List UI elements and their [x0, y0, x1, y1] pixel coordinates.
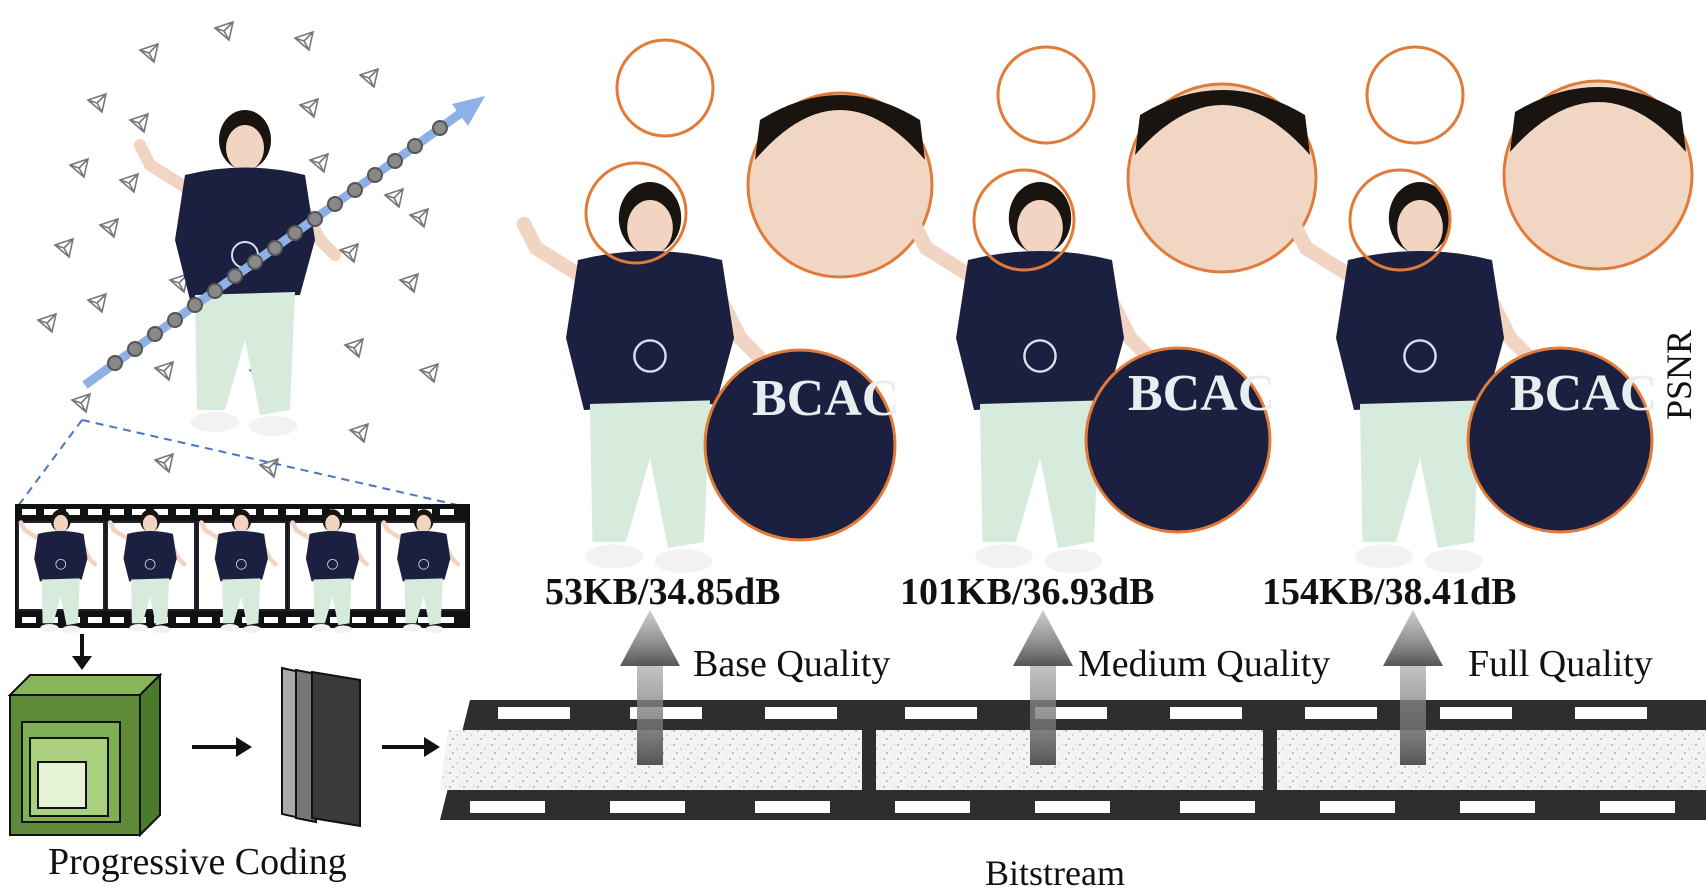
medium-quality-label: Medium Quality: [1078, 643, 1331, 685]
frame-film-strip: [15, 504, 470, 670]
full-quality-label: Full Quality: [1468, 643, 1653, 685]
projection-line-right: [81, 419, 463, 507]
nested-cube-icon: [7, 672, 163, 838]
badge-text: BCAC: [752, 370, 899, 427]
logo-zoom-ring: [1348, 168, 1452, 272]
badge-text: BCAC: [1510, 365, 1657, 422]
logo-closeup: [1084, 346, 1272, 534]
face-closeup: [1126, 82, 1318, 274]
render-base: BCAC: [524, 38, 934, 573]
base-metric: 53KB/34.85dB: [545, 571, 781, 613]
face-closeup: [746, 91, 934, 279]
right-arrow-icon: [382, 737, 440, 757]
camera-path-arrow: [82, 96, 485, 389]
psnr-axis-label: PSNR: [1659, 329, 1699, 420]
medium-metric: 101KB/36.93dB: [900, 571, 1155, 613]
feature-planes-icon: [281, 666, 361, 828]
badge-text: BCAC: [1128, 365, 1275, 422]
progressive-coding-label: Progressive Coding: [48, 841, 347, 883]
logo-zoom-ring: [972, 168, 1076, 272]
render-medium: BCAC: [914, 45, 1318, 573]
face-zoom-ring: [996, 45, 1096, 145]
face-closeup: [1502, 79, 1694, 271]
bitstream-label: Bitstream: [985, 853, 1125, 893]
projection-line-left: [17, 419, 83, 507]
face-zoom-ring: [615, 38, 715, 138]
right-arrow-icon: [192, 737, 252, 757]
logo-closeup: [1466, 346, 1654, 534]
face-zoom-ring: [1365, 45, 1465, 145]
full-metric: 154KB/38.41dB: [1262, 571, 1517, 613]
full-quality-up-arrow: [1383, 610, 1443, 765]
base-quality-label: Base Quality: [693, 643, 891, 685]
logo-zoom-ring: [584, 161, 688, 265]
logo-closeup: [703, 348, 897, 542]
base-quality-up-arrow: [620, 610, 680, 765]
bitstream-film: [440, 700, 1706, 820]
camera-scene: [17, 21, 485, 507]
medium-quality-up-arrow: [1013, 610, 1073, 765]
render-full: BCAC: [1294, 45, 1694, 573]
